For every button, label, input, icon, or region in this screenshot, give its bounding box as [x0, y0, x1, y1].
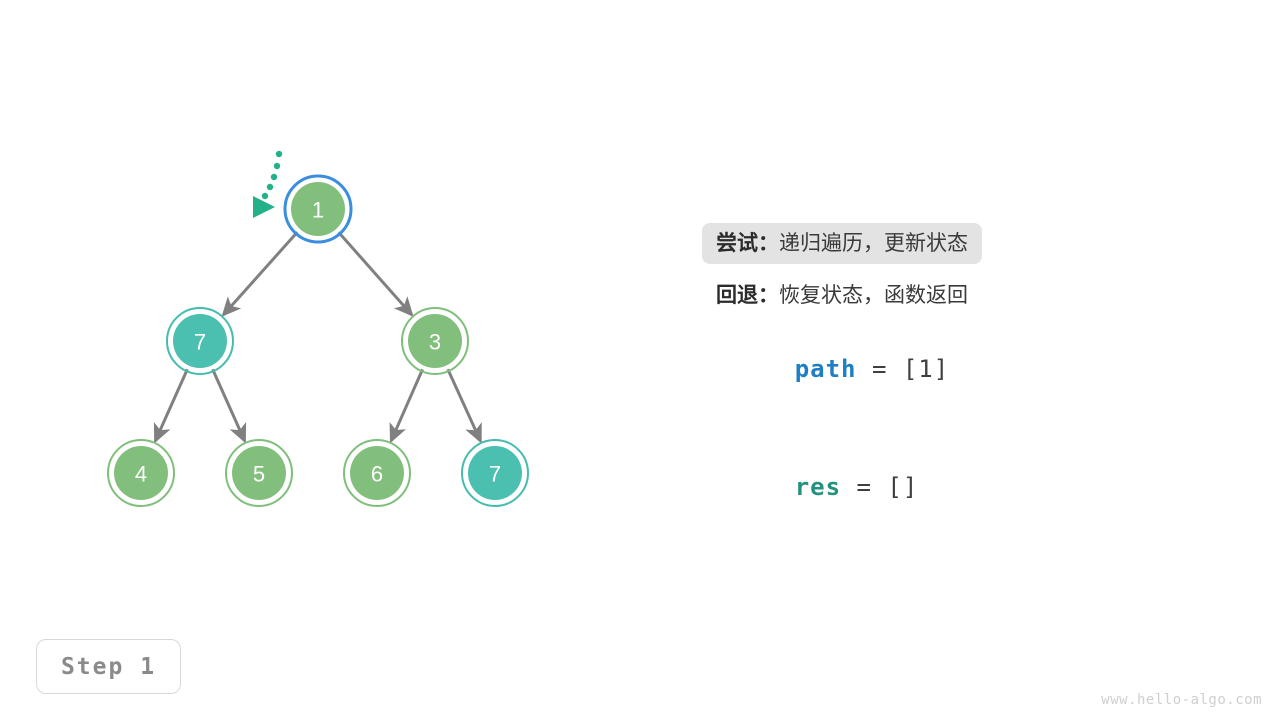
node-circle — [232, 446, 286, 500]
tree-node-6[interactable]: 6 — [343, 439, 411, 507]
variable-name-path: path — [794, 355, 857, 383]
node-value: 7 — [194, 330, 206, 355]
node-value: 5 — [253, 462, 265, 487]
tree-node-7[interactable]: 7 — [166, 307, 234, 375]
step-badge: Step 1 — [36, 639, 181, 694]
tree-edge — [446, 368, 482, 444]
node-circle — [114, 446, 168, 500]
node-value: 1 — [312, 198, 324, 223]
binary-tree-diagram: 1 7 3 4 5 6 7 — [107, 150, 529, 507]
code-line-res: res = [] — [702, 445, 918, 529]
pointer-trail-dot — [261, 192, 269, 200]
tree-edges — [153, 231, 482, 444]
node-circle — [350, 446, 404, 500]
info-line-try: 尝试： 递归遍历，更新状态 — [702, 223, 982, 264]
info-line-try-text: 递归遍历，更新状态 — [779, 232, 968, 255]
tree-node-5[interactable]: 5 — [225, 439, 293, 507]
variable-name-res: res — [794, 473, 842, 501]
info-line-try-label: 尝试： — [716, 232, 779, 255]
tree-edge — [221, 231, 299, 317]
info-line-backtrack-text: 恢复状态，函数返回 — [779, 284, 968, 307]
node-ring — [461, 439, 529, 507]
pointer-trail-dot — [273, 162, 281, 170]
tree-edge — [337, 231, 414, 317]
info-row-backtrack: 回退： 恢复状态，函数返回 — [686, 266, 998, 325]
node-value: 7 — [489, 462, 501, 487]
code-line-path: path = [1] — [702, 327, 949, 411]
tree-node-4[interactable]: 4 — [107, 439, 175, 507]
variable-value-res: = [] — [841, 473, 919, 501]
watermark: www.hello-algo.com — [1101, 692, 1262, 708]
node-ring — [166, 307, 234, 375]
node-value: 3 — [429, 330, 441, 355]
tree-node-1[interactable]: 1 — [283, 174, 353, 244]
pointer-triangle-icon — [253, 196, 275, 218]
info-row-try: 尝试： 递归遍历，更新状态 — [686, 214, 998, 273]
tree-node-3[interactable]: 3 — [401, 307, 469, 375]
tree-node-7[interactable]: 7 — [461, 439, 529, 507]
tree-edge — [153, 368, 189, 444]
node-value: 4 — [135, 462, 147, 487]
node-ring — [343, 439, 411, 507]
pointer-trail-dot — [275, 150, 283, 158]
tree-nodes: 1 7 3 4 5 6 7 — [107, 174, 529, 507]
info-line-backtrack-label: 回退： — [716, 284, 779, 307]
pointer-trail-dot — [266, 183, 274, 191]
tree-edge — [389, 368, 424, 444]
pointer-trail-dot — [270, 173, 278, 181]
node-ring — [283, 174, 353, 244]
node-ring — [225, 439, 293, 507]
node-circle — [468, 446, 522, 500]
node-ring — [401, 307, 469, 375]
recursion-pointer — [253, 150, 283, 218]
node-circle — [408, 314, 462, 368]
node-circle — [291, 182, 345, 236]
node-value: 6 — [371, 462, 383, 487]
info-line-backtrack: 回退： 恢复状态，函数返回 — [702, 275, 982, 316]
node-circle — [173, 314, 227, 368]
variable-value-path: = [1] — [856, 355, 950, 383]
tree-edge — [211, 368, 247, 444]
node-ring — [107, 439, 175, 507]
